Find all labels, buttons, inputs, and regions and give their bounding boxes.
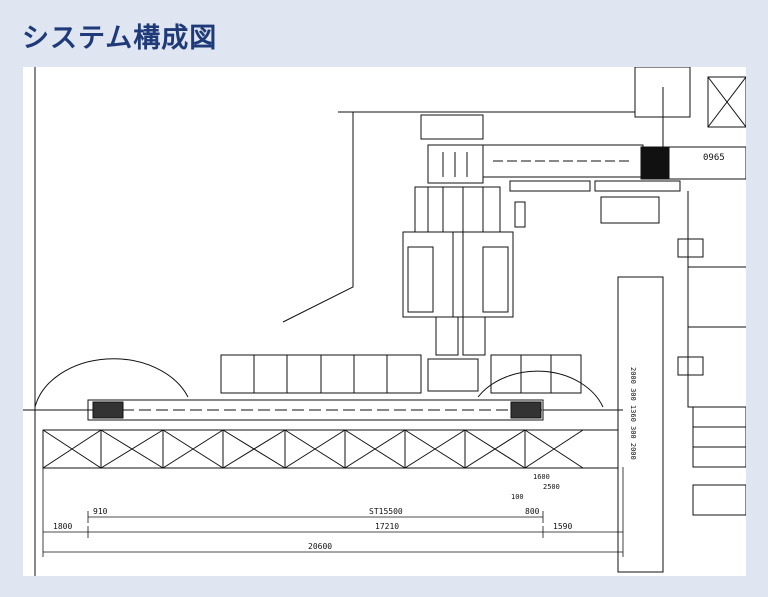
dim-2500: 2500 [543,483,560,491]
pallet-row [42,429,619,469]
dim-1600: 1600 [533,473,550,481]
cross-line [707,76,746,128]
station-box-group [220,354,322,394]
label-box-mid [600,196,660,224]
sample-code-label: 0965 [703,153,725,163]
system-diagram: 0965 [23,67,746,576]
dim-1590: 1590 [553,522,572,531]
right-column [617,276,664,573]
carriage-right [510,401,542,419]
carriage-left [92,401,124,419]
right-pallet-grid [692,406,746,516]
cad-drawing: 0965 [23,67,746,576]
center-station [427,358,479,392]
black-block [640,146,670,180]
lift-leg [462,316,486,356]
transfer-unit [402,231,514,318]
side-sensor [514,201,526,228]
dimension-lines [42,467,624,557]
dim-100: 100 [511,493,524,501]
lift-leg [435,316,459,356]
st-stroke-label: ST15500 [369,507,403,516]
wall-outline [282,111,354,323]
mat-box [677,238,704,258]
station-box-group [320,354,422,394]
top-right-crossbox [707,76,746,128]
dim-1800: 1800 [53,522,72,531]
dim-800: 800 [525,507,540,516]
station-box-group [490,354,582,394]
transfer-arm-right [482,246,509,313]
label-box-upper [420,114,484,140]
dim-right-stack: 2000 300 1360 300 2000 [629,367,637,460]
rail-strip [594,180,681,192]
swing-arc-right [477,370,604,408]
transfer-arm-left [407,246,434,313]
dim-910: 910 [93,507,108,516]
label-panel [668,146,746,180]
page-title: システム構成図 [22,23,218,54]
mat-box [677,356,704,376]
swing-arc-left [34,358,189,408]
dim-total: 20600 [308,542,332,551]
dim-17210: 17210 [375,522,399,531]
rail-strip [509,180,591,192]
